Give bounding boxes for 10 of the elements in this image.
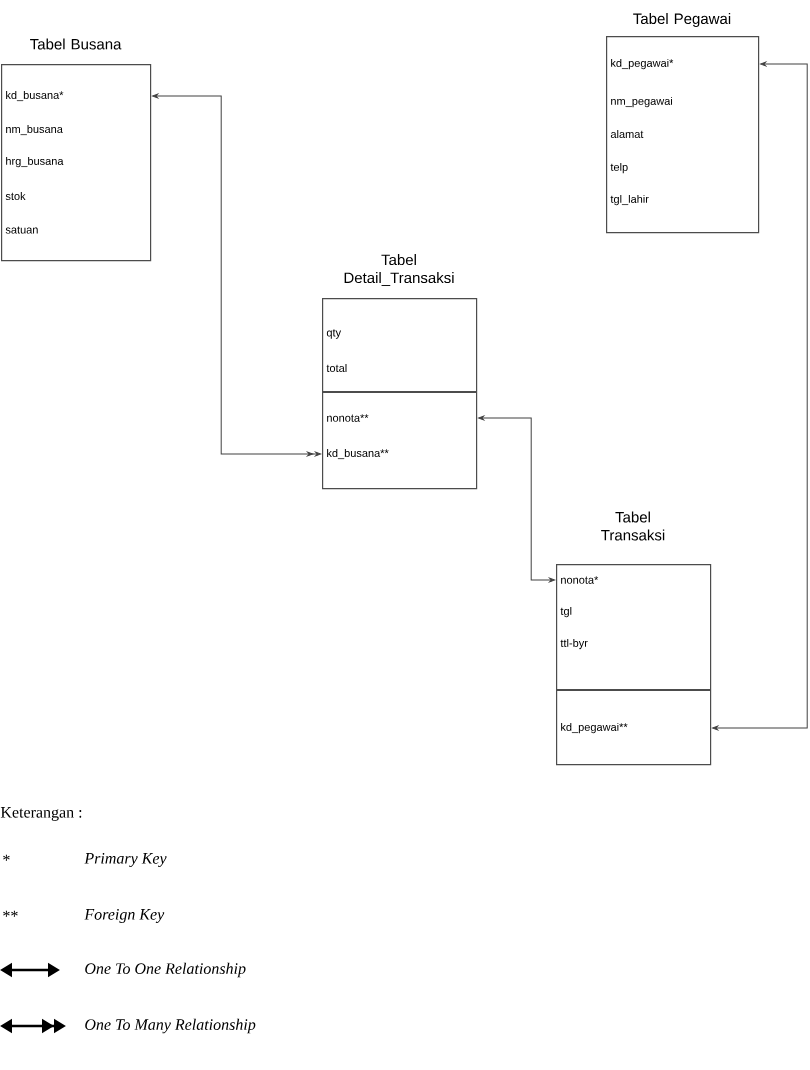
legend-text: One To Many Relationship [85, 1018, 256, 1034]
legend-text: Primary Key [84, 853, 167, 868]
key-symbol: ** [3, 910, 18, 917]
legend-text: One To One Relationship [85, 962, 246, 978]
relationship-arrow [152, 93, 322, 457]
relationship-arrow [478, 415, 556, 583]
relationship-arrow [712, 61, 808, 731]
legend-heading: Keterangan : [0, 807, 82, 821]
key-symbol: * [3, 854, 10, 861]
legend-text: Foreign Key [84, 909, 165, 924]
